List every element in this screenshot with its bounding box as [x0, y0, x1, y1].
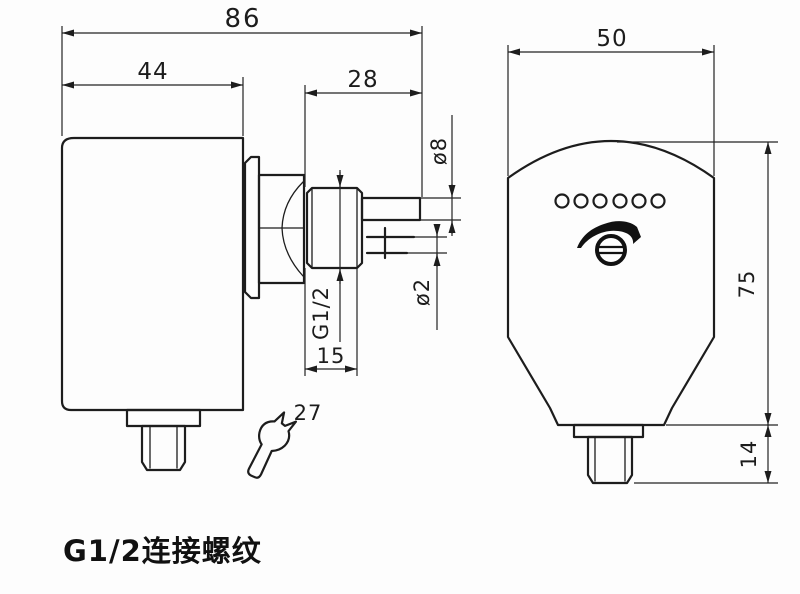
side-dimensions: 50 75 14: [507, 26, 778, 484]
led-indicator-icons: [554, 193, 666, 209]
hex-nut: [257, 173, 306, 285]
dim-14-label: 14: [737, 440, 761, 469]
dim-15-label: 15: [317, 344, 346, 368]
cable-gland-side: [572, 423, 645, 485]
wrench-icon: [247, 411, 297, 479]
wrench-size-label: 27: [294, 401, 323, 425]
cable-gland-front: [125, 408, 202, 472]
probe-tube: [360, 196, 422, 222]
adjustment-screw-icon: [577, 221, 641, 266]
front-view: 27 86 44 28 ø8: [60, 4, 461, 479]
dim-86-label: 86: [224, 4, 261, 34]
dim-44-label: 44: [137, 59, 168, 85]
thread-spec-label: G1/2: [309, 286, 333, 340]
dim-tip-dia-label: ø2: [410, 278, 434, 306]
side-body-outline: [506, 139, 716, 427]
dim-28-label: 28: [347, 67, 378, 93]
probe-tip: [365, 226, 416, 260]
front-dimensions: 86 44 28 ø8 ø2 G1/2 15: [61, 4, 461, 376]
thread-section: [305, 186, 364, 270]
dim-probe-dia-label: ø8: [427, 137, 451, 165]
rotation-arrow-icon: [577, 221, 641, 248]
front-body-outline: [60, 136, 245, 412]
drawing-caption: G1/2连接螺纹: [63, 534, 262, 568]
dim-50-label: 50: [596, 26, 627, 52]
coupling-flange: [243, 155, 261, 300]
side-view: 50 75 14: [506, 26, 778, 485]
dim-75-label: 75: [735, 270, 759, 299]
